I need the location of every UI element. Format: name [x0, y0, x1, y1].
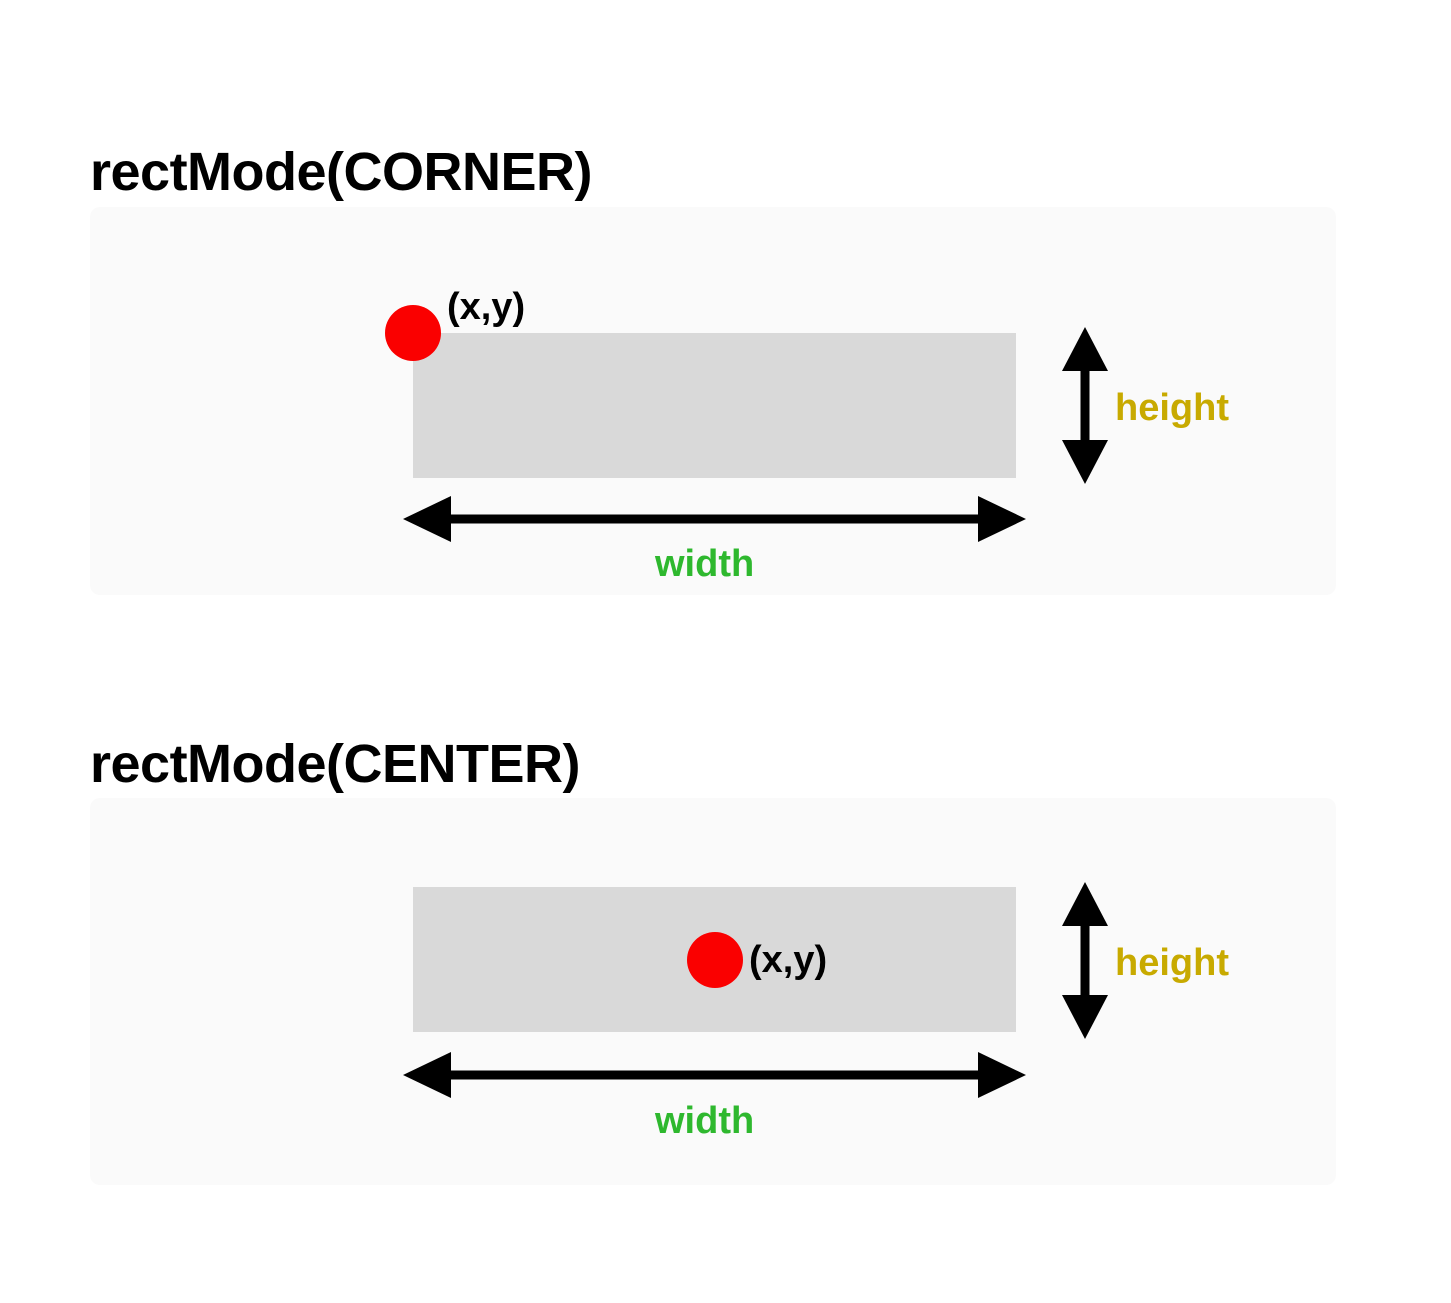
height-arrow-corner [1062, 327, 1108, 484]
height-arrow-center [1062, 882, 1108, 1039]
height-label-center: height [1115, 942, 1229, 984]
panel-corner: width height (x,y) [90, 207, 1336, 595]
page-title-center: rectMode(CENTER) [90, 734, 581, 794]
anchor-point-label-center: (x,y) [749, 939, 828, 981]
width-label-corner: width [655, 543, 755, 585]
width-label-center: width [655, 1100, 755, 1142]
anchor-point-dot-center [687, 932, 743, 988]
width-arrow-center [403, 1052, 1026, 1098]
width-arrow-corner [403, 496, 1026, 542]
anchor-point-dot-corner [385, 305, 441, 361]
page-title-corner: rectMode(CORNER) [90, 142, 593, 202]
height-label-corner: height [1115, 387, 1229, 429]
rectangle-shape-corner [413, 333, 1016, 478]
panel-center: width height (x,y) [90, 798, 1336, 1185]
anchor-point-label-corner: (x,y) [447, 286, 526, 328]
